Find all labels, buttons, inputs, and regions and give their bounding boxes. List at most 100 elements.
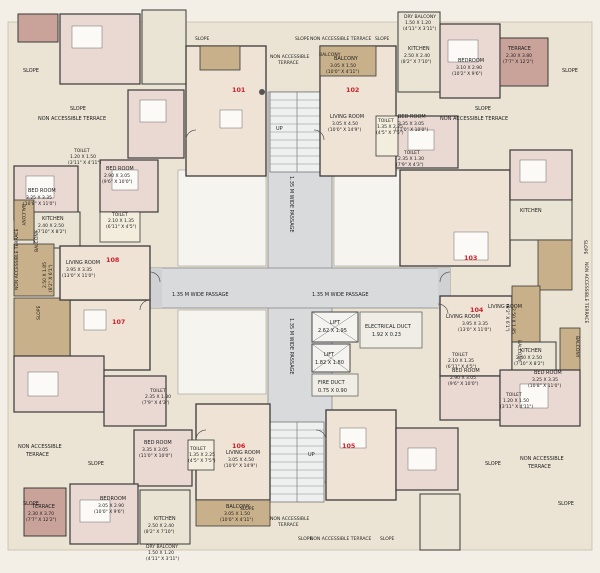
stair-up-label: UP <box>308 452 315 458</box>
slope-label: SLOPE <box>295 36 309 42</box>
room-dim: 2.30 X 3.80 <box>506 53 532 59</box>
slope-label: SLOPE <box>475 106 491 112</box>
room-dim: 2.50 X 1.85 <box>42 262 48 288</box>
room-dim-imperial: (8'2" X 6'1") <box>48 264 54 292</box>
room-dim-imperial: (10'0" X 4'11") <box>220 517 253 523</box>
nat-label-line1: NON ACCESSIBLE <box>520 456 564 462</box>
unit-number: 102 <box>346 86 359 94</box>
unit-104 <box>439 285 581 427</box>
slope-label: SLOPE <box>298 536 312 542</box>
room-name: LIVING ROOM <box>226 450 260 456</box>
slope-label: SLOPE <box>23 501 39 507</box>
slope-label: SLOPE <box>562 68 578 74</box>
room-dim-imperial: (8'2" X 7'10") <box>401 59 432 65</box>
room-name: TOILET <box>111 212 128 218</box>
nat-label-line1: NON ACCESSIBLE <box>270 516 309 522</box>
door-swings <box>139 129 451 441</box>
room-dim: 1.50 X 1.20 <box>405 20 431 26</box>
room-name: BED ROOM <box>106 166 134 172</box>
room-dim: 2.50 X 2.40 <box>148 523 174 529</box>
room-dim: 1.35 X 2.25 <box>189 452 215 458</box>
room-dim: 3.05 X 4.50 <box>228 457 254 463</box>
room-dim-imperial: (10'0" X 4'11") <box>326 69 359 75</box>
nat-label: NON ACCESSIBLE TERRACE <box>14 228 20 290</box>
unit-106 <box>23 403 271 545</box>
room-name: BEDROOM <box>100 496 126 502</box>
room-dim: 3.05 X 1.50 <box>224 511 250 517</box>
room-dim: 2.30 X 3.70 <box>28 511 54 517</box>
room-name: LIVING ROOM <box>330 114 364 120</box>
room-name: TOILET <box>403 150 420 156</box>
room-name: KITCHEN <box>42 216 64 222</box>
room-dim-imperial: (7'7" X 12'2") <box>503 59 534 65</box>
room-dim: 3.25 X 3.35 <box>532 377 558 383</box>
slope-label: SLOPE <box>195 36 209 42</box>
unit-number: 101 <box>232 86 245 94</box>
room-dim-imperial: (6'11" X 4'5") <box>106 224 137 230</box>
room-dim: 3.05 X 1.50 <box>330 63 356 69</box>
lift-dim: 2.62 X 1.95 <box>318 328 347 334</box>
room-dim: 3.35 X 3.05 <box>398 121 424 127</box>
room-name: TOILET <box>451 352 468 358</box>
unit-101 <box>17 9 267 177</box>
slope-label: SLOPE <box>36 306 42 320</box>
room-dim-imperial: (10'8" X 11'0") <box>528 383 561 389</box>
room-dim-imperial: (10'8" X 11'0") <box>23 201 56 207</box>
room-name: BALCONY <box>20 204 26 226</box>
room-dim: 2.50 X 2.40 <box>404 53 430 59</box>
unit-103 <box>399 149 573 291</box>
room-dim-imperial: (6'11" X 4'5") <box>446 364 477 370</box>
room-dim-imperial: (13'0" X 11'0") <box>458 327 491 333</box>
nat-label: NON ACCESSIBLE TERRACE <box>583 262 589 324</box>
fire-duct-label: FIRE DUCT <box>318 380 346 386</box>
room-name: KITCHEN <box>154 516 176 522</box>
room-dim: 2.40 X 2.50 <box>38 223 64 229</box>
unit-107 <box>13 297 167 427</box>
slope-label: SLOPE <box>23 68 39 74</box>
passage-label-south: 1.35 M WIDE PASSAGE <box>288 318 294 375</box>
room-dim-imperial: (4'5" X 7'5") <box>188 458 216 464</box>
room-dim: 3.05 X 4.50 <box>332 121 358 127</box>
slope-label: SLOPE <box>240 506 254 512</box>
room-dim-imperial: (13'0" X 11'0") <box>62 273 95 279</box>
room-dim-imperial: (10'0" X 14'9") <box>224 463 257 469</box>
nat-label-line2: TERRACE <box>25 452 49 458</box>
room-dim-imperial: (7'9" X 4'3") <box>396 162 424 168</box>
lift-dim: 1.82 X 1.80 <box>315 360 344 366</box>
room-dim: 2.50 X 1.85 <box>510 308 516 334</box>
unit-number: 108 <box>106 256 120 264</box>
room-name: BED ROOM <box>28 188 56 194</box>
room-name: BED ROOM <box>144 440 172 446</box>
room-dim: 2.90 X 3.05 <box>104 173 130 179</box>
slope-label: SLOPE <box>558 501 574 507</box>
electrical-duct-label: ELECTRICAL DUCT <box>365 324 412 330</box>
unit-108 <box>13 159 159 301</box>
unit-number: 107 <box>112 318 125 326</box>
room-name: LIVING ROOM <box>488 304 522 310</box>
room-dim-imperial: (8'2" X 6'1") <box>504 304 510 332</box>
room-name: BALCONY <box>516 340 522 362</box>
room-dim-imperial: (10'0" X 14'9") <box>328 127 361 133</box>
nat-label-line2: TERRACE <box>527 464 551 470</box>
room-name: BALCONY <box>319 52 341 58</box>
slope-label: SLOPE <box>70 106 86 112</box>
nat-label: NON ACCESSIBLE TERRACE <box>310 36 372 42</box>
stair-up-label: UP <box>276 126 283 132</box>
room-name: DRY BALCONY <box>146 544 178 550</box>
nat-label: NON ACCESSIBLE TERRACE <box>440 116 508 122</box>
room-name: TERRACE <box>507 46 531 52</box>
lift-label: LIFT <box>324 352 335 358</box>
room-name: TOILET <box>73 148 90 154</box>
room-name: BALCONY <box>334 56 359 62</box>
lift-label: LIFT <box>330 320 341 326</box>
room-dim: 2.10 X 1.35 <box>108 218 134 224</box>
passage-label-west: 1.35 M WIDE PASSAGE <box>172 292 229 298</box>
room-name: BED ROOM <box>398 114 426 120</box>
room-name: TERRACE <box>31 504 55 510</box>
room-dim-imperial: (8'2" X 7'10") <box>144 529 175 535</box>
room-name: TOILET <box>189 446 206 452</box>
room-dim: 3.35 X 3.05 <box>142 447 168 453</box>
room-name: BED ROOM <box>452 368 480 374</box>
nat-label: NON ACCESSIBLE TERRACE <box>38 116 106 122</box>
